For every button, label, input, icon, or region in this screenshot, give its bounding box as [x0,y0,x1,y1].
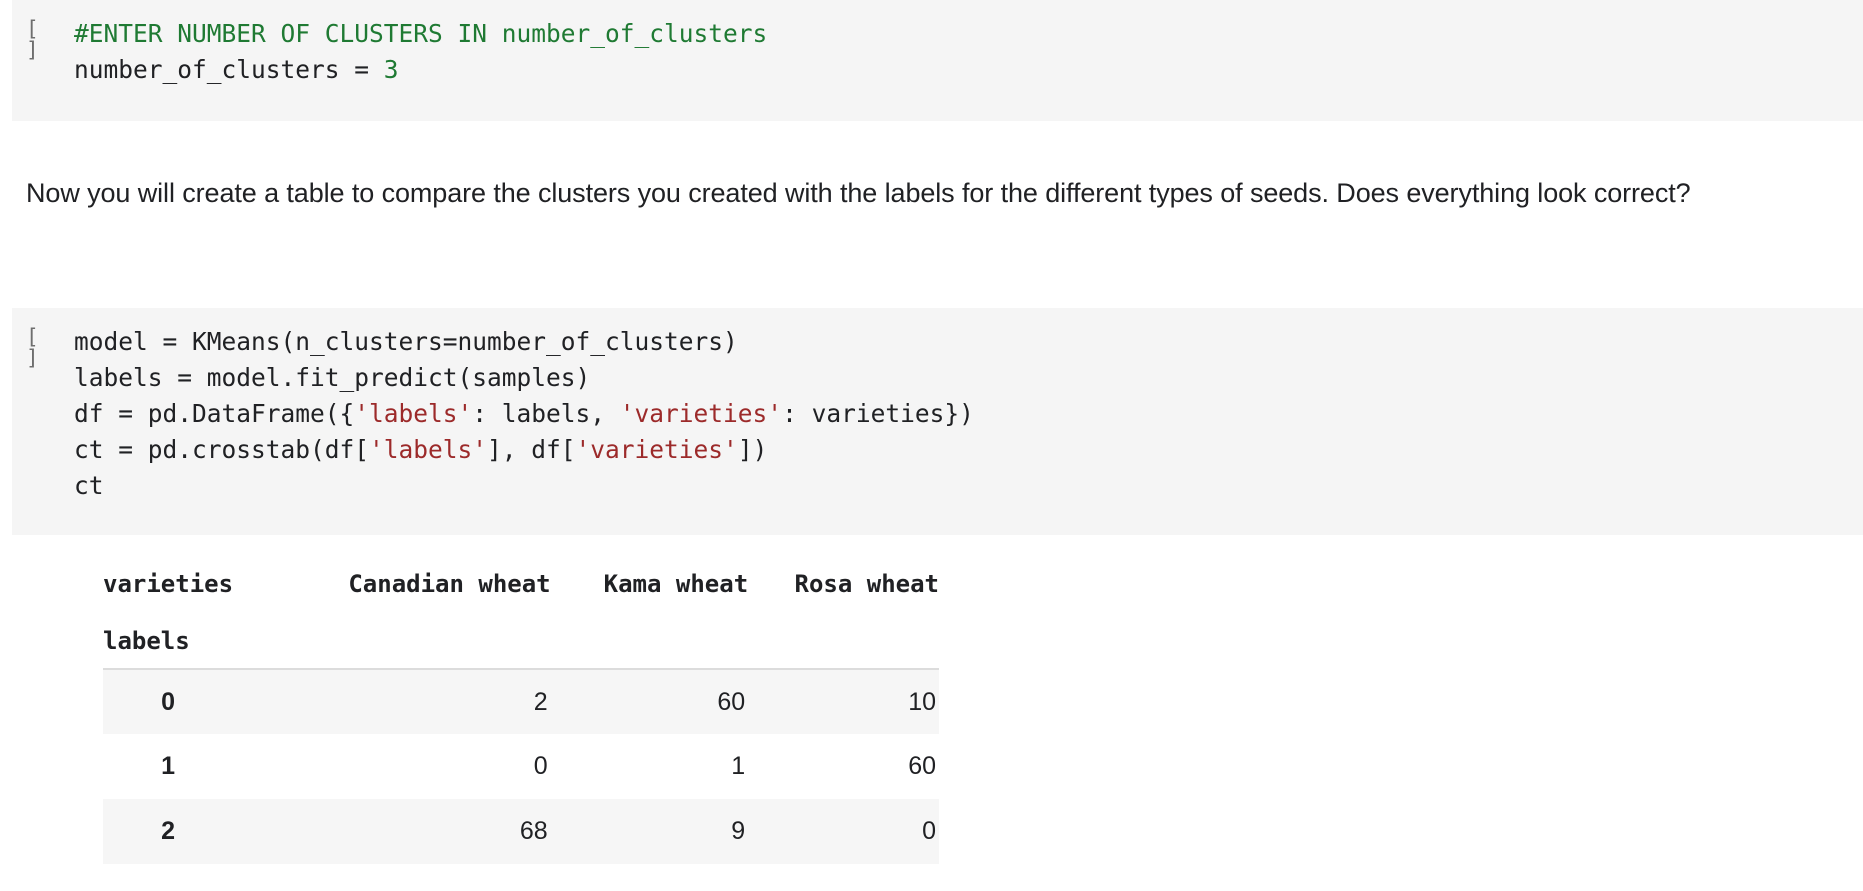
cell-2-0: 68 [519,817,548,845]
code-line: ct = pd.crosstab(df['labels'], df['varie… [74,432,1863,468]
table-row: 1 0 1 60 [103,734,939,799]
table-row: 0 2 60 10 [103,669,939,734]
cell-0-2: 10 [908,687,936,716]
run-cell-button-1[interactable]: [ ] [26,17,43,62]
code-editor-1[interactable]: #ENTER NUMBER OF CLUSTERS IN number_of_c… [74,0,1863,102]
column-header-canadian-wheat: Canadian wheat [348,570,551,598]
index-row-spacer-2 [551,613,749,669]
cell-0-0: 2 [533,687,548,716]
cell-1-2: 60 [908,752,936,780]
code-token-str: 'varieties' [575,435,738,464]
code-token-num: 3 [383,55,399,84]
cell-1-0: 0 [533,752,548,780]
code-cell-2[interactable]: [ ] model = KMeans(n_clusters=number_of_… [12,308,1863,535]
crosstab-header-row: varieties Canadian wheat Kama wheat Rosa… [103,555,939,613]
code-line: labels = model.fit_predict(samples) [74,360,1863,396]
cell-2-1: 9 [731,817,746,845]
cell-1-1: 1 [731,752,746,780]
column-header-rosa-wheat: Rosa wheat [794,570,940,598]
column-header-kama-wheat: Kama wheat [603,570,749,598]
code-token-plain: ct = pd.crosstab(df[ [74,435,370,464]
table-row: 2 68 9 0 [103,799,939,864]
code-token-str: 'labels' [354,399,473,428]
code-token-plain: labels = model.fit_predict(samples) [74,363,591,392]
run-cell-button-2[interactable]: [ ] [26,325,43,370]
code-token-plain: model = KMeans(n_clusters=number_of_clus… [74,327,738,356]
code-token-str: 'labels' [369,435,488,464]
code-line: df = pd.DataFrame({'labels': labels, 'va… [74,396,1863,432]
markdown-paragraph: Now you will create a table to compare t… [26,170,1846,217]
code-token-plain: ], df[ [487,435,576,464]
code-line: #ENTER NUMBER OF CLUSTERS IN number_of_c… [74,16,1863,52]
code-token-plain: : varieties}) [782,399,974,428]
rows-index-name: labels [103,626,190,655]
row-label: 0 [161,687,175,716]
code-token-plain: ]) [737,435,768,464]
code-token-plain: df = pd.DataFrame({ [74,399,355,428]
row-label: 2 [161,817,175,845]
code-line: model = KMeans(n_clusters=number_of_clus… [74,324,1863,360]
code-cell-1[interactable]: [ ] #ENTER NUMBER OF CLUSTERS IN number_… [12,0,1863,121]
cell-output-area: varieties Canadian wheat Kama wheat Rosa… [0,555,1863,864]
markdown-text: Now you will create a table to compare t… [26,178,1691,208]
code-token-plain: number_of_clusters = [74,55,384,84]
code-token-comment: #ENTER NUMBER OF CLUSTERS IN number_of_c… [74,19,768,48]
index-row-spacer-1 [233,613,551,669]
index-row-spacer-3 [748,613,939,669]
crosstab-table: varieties Canadian wheat Kama wheat Rosa… [103,555,939,864]
code-token-str: 'varieties' [619,399,783,428]
code-editor-2[interactable]: model = KMeans(n_clusters=number_of_clus… [74,308,1863,518]
code-line: ct [74,468,1863,504]
crosstab-index-name-row: labels [103,613,939,669]
crosstab-thead: varieties Canadian wheat Kama wheat Rosa… [103,555,939,669]
cell-0-1: 60 [717,687,746,716]
code-line: number_of_clusters = 3 [74,52,1863,88]
cell-2-2: 0 [922,817,936,845]
code-token-plain: ct [74,471,104,500]
row-label: 1 [161,752,175,780]
code-token-plain: : labels, [472,399,620,428]
columns-index-name: varieties [103,570,234,598]
crosstab-tbody: 0 2 60 10 1 0 1 60 2 68 9 0 [103,669,939,864]
